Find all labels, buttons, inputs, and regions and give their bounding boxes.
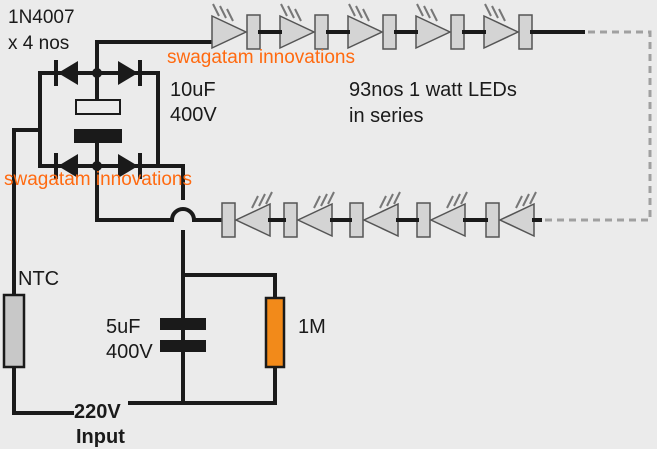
diode-qty-label: x 4 nos <box>8 33 69 54</box>
led-icon <box>483 3 533 50</box>
capacitor-5uf-icon <box>160 318 206 352</box>
led-config-label: in series <box>349 105 423 127</box>
led-icon <box>279 3 329 50</box>
led-icon <box>416 191 468 238</box>
wires <box>12 30 585 415</box>
input-voltage-label: 220V <box>74 401 121 423</box>
led-icon <box>221 191 273 238</box>
diode-icon <box>54 60 78 86</box>
ntc-label: NTC <box>18 268 59 290</box>
input-label: Input <box>76 426 125 448</box>
cap1-voltage-label: 400V <box>170 104 217 126</box>
cap2-voltage-label: 400V <box>106 341 153 363</box>
ntc-thermistor-icon <box>2 293 26 369</box>
diode-part-label: 1N4007 <box>8 7 75 28</box>
watermarks: swagatam innovations swagatam innovation… <box>4 47 355 190</box>
diode-icon <box>54 153 78 179</box>
resistor-label: 1M <box>298 316 326 338</box>
diode-icon <box>118 153 142 179</box>
diode-icon <box>118 60 142 86</box>
led-icon <box>211 3 261 50</box>
bridge-rectifier <box>54 60 142 179</box>
led-icon <box>415 3 465 50</box>
resistor-1m-icon <box>264 296 286 369</box>
capacitor-10uf-icon <box>74 99 122 143</box>
node-dot <box>92 161 102 171</box>
watermark-upper: swagatam innovations <box>167 47 355 68</box>
labels: 1N4007 x 4 nos 10uF 400V 93nos 1 watt LE… <box>8 7 517 448</box>
cap2-value-label: 5uF <box>106 316 140 338</box>
led-icon <box>349 191 401 238</box>
led-string-lower <box>221 191 542 238</box>
led-icon <box>485 191 537 238</box>
node-dot <box>92 68 102 78</box>
led-count-label: 93nos 1 watt LEDs <box>349 79 517 101</box>
led-string-continuation <box>542 30 652 222</box>
led-string-upper <box>211 3 536 50</box>
led-icon <box>283 191 335 238</box>
cap1-value-label: 10uF <box>170 79 216 101</box>
watermark-lower: swagatam innovations <box>4 169 192 190</box>
led-icon <box>347 3 397 50</box>
